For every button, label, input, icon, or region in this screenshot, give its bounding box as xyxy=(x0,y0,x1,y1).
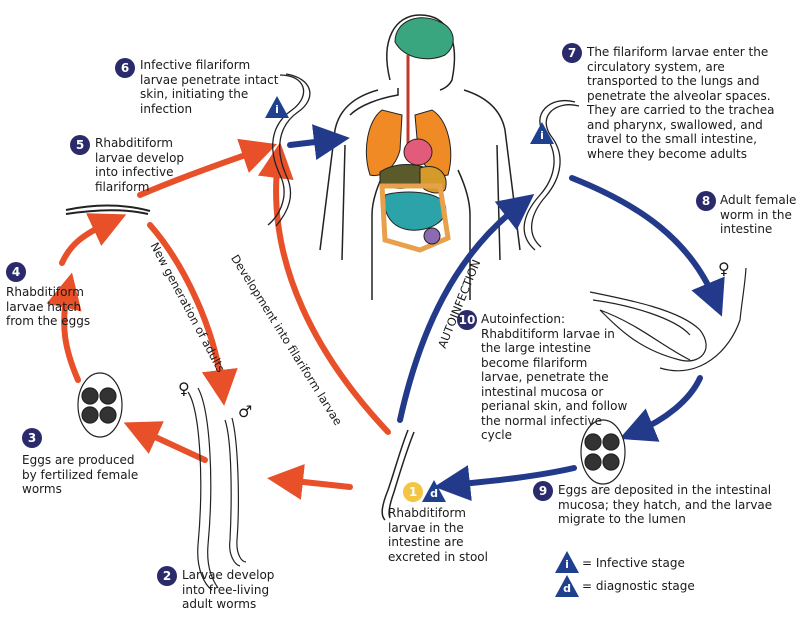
step-4-badge: 4 xyxy=(6,262,26,282)
infective-stage-marker-step6: i xyxy=(265,96,289,118)
male-symbol: ♂ xyxy=(238,402,253,421)
filariform-larva-skin xyxy=(267,73,311,227)
step-10-label: Autoinfection: Rhabditiform larvae in th… xyxy=(481,312,628,442)
egg-intestinal xyxy=(580,419,626,485)
female-symbol: ♀ xyxy=(178,379,190,398)
step-1-label: Rhabditiform larvae in the intestine are… xyxy=(388,506,488,564)
legend-diagnostic-icon: d xyxy=(555,575,579,597)
step-7-label: The filariform larvae enter the circulat… xyxy=(587,45,775,161)
adult-female-parasitic-worm xyxy=(589,267,747,372)
lungs-left xyxy=(365,109,403,177)
step-5-label: Rhabditiform larvae develop into infecti… xyxy=(95,136,185,194)
diagnostic-stage-marker-step1: d xyxy=(422,480,446,502)
step-10-badge: 10 xyxy=(457,310,477,330)
brain xyxy=(394,17,454,60)
legend-diagnostic-label: = diagnostic stage xyxy=(582,579,695,593)
step-6-badge: 6 xyxy=(115,58,135,78)
female-symbol-parasitic: ♀ xyxy=(718,259,730,278)
step-9-badge: 9 xyxy=(533,481,553,501)
step-6-label: Infective filariform larvae penetrate in… xyxy=(140,58,279,116)
rhabditiform-larva-step5 xyxy=(65,204,151,215)
legend-infective-icon: i xyxy=(555,551,579,573)
female-free-living-worm xyxy=(187,387,219,591)
step-8-badge: 8 xyxy=(696,191,716,211)
free-living-arrows xyxy=(46,138,391,500)
filariform-larva-lungs xyxy=(523,99,580,251)
step-3-label: Eggs are produced by fertilized female w… xyxy=(22,453,139,496)
step-7-badge: 7 xyxy=(562,43,582,63)
parasitic-arrows xyxy=(287,124,725,501)
step-5-badge: 5 xyxy=(70,135,90,155)
rhabditiform-larva-step1 xyxy=(381,429,415,521)
male-free-living-worm xyxy=(224,417,247,567)
legend-infective-label: = Infective stage xyxy=(582,556,685,570)
heart xyxy=(403,138,433,166)
bladder xyxy=(423,227,441,245)
worms xyxy=(65,73,747,591)
infective-stage-marker-step7: i xyxy=(530,122,554,144)
step-2-badge: 2 xyxy=(157,566,177,586)
step-9-label: Eggs are deposited in the intestinal muc… xyxy=(558,483,773,526)
small-intestine xyxy=(383,191,447,231)
step-3-badge: 3 xyxy=(22,428,42,448)
egg-free-living xyxy=(77,372,123,438)
step-4-label: Rhabditiform larvae hatch from the eggs xyxy=(6,285,91,328)
step-8-label: Adult female worm in the intestine xyxy=(720,193,797,236)
step-2-label: Larvae develop into free-living adult wo… xyxy=(182,568,275,611)
step-1-badge: 1 xyxy=(403,482,423,502)
